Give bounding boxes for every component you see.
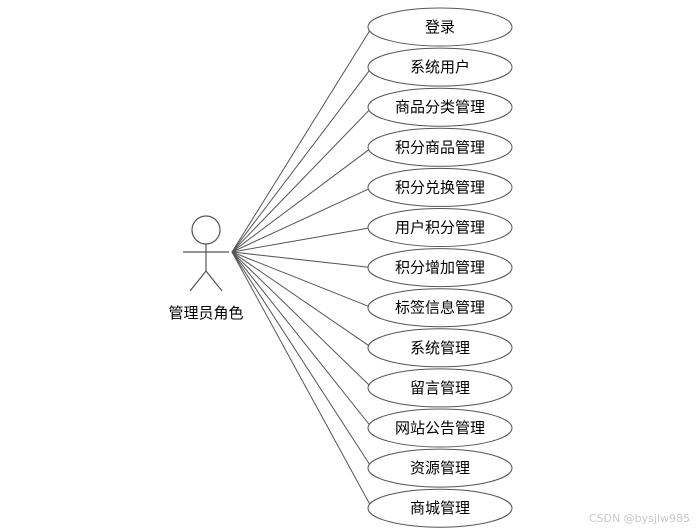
use-case-label: 用户积分管理	[395, 219, 485, 237]
use-case-label: 登录	[425, 18, 455, 36]
watermark: CSDN @bysjlw985	[588, 512, 690, 525]
use-case-label: 积分商品管理	[395, 138, 485, 156]
use-case-ellipse	[367, 368, 513, 408]
association-line	[231, 106, 373, 253]
use-case: 留言管理	[367, 368, 513, 408]
use-case-label: 网站公告管理	[395, 419, 485, 437]
use-case-ellipse	[367, 488, 513, 528]
use-case-label: 积分增加管理	[395, 259, 485, 277]
use-case-label: 标签信息管理	[395, 299, 485, 317]
use-case: 系统用户	[367, 47, 513, 87]
actor-right-leg	[205, 270, 223, 292]
use-case-ellipse	[367, 448, 513, 488]
use-case: 登录	[367, 7, 513, 47]
use-case: 商品分类管理	[367, 87, 513, 127]
association-line	[231, 251, 373, 509]
use-case-label: 留言管理	[410, 379, 470, 397]
use-case-ellipse	[367, 208, 513, 247]
association-line	[231, 227, 373, 253]
use-case-label: 资源管理	[410, 459, 470, 477]
use-case: 资源管理	[367, 448, 513, 488]
association-line	[231, 186, 373, 253]
association-line	[231, 251, 373, 349]
use-case-list: 登录系统用户商品分类管理积分商品管理积分兑换管理用户积分管理积分增加管理标签信息…	[367, 7, 513, 528]
association-line	[231, 251, 373, 469]
association-line	[231, 251, 373, 309]
actor-figure	[183, 215, 229, 292]
association-line	[231, 251, 373, 389]
use-case-label: 商品分类管理	[395, 98, 485, 116]
use-case-label: 系统用户	[410, 58, 470, 76]
use-case-ellipse	[367, 288, 513, 328]
use-case: 用户积分管理	[367, 208, 513, 247]
use-case-label: 积分兑换管理	[395, 178, 485, 196]
use-case: 网站公告管理	[367, 408, 513, 448]
use-case: 积分增加管理	[367, 248, 513, 288]
use-case-ellipse	[367, 47, 513, 87]
use-case-ellipse	[367, 7, 513, 47]
actor-label: 管理员角色	[168, 304, 243, 322]
use-case-ellipse	[367, 328, 513, 368]
use-case-ellipse	[367, 127, 513, 167]
actor-head	[191, 215, 221, 245]
use-case-label: 商城管理	[410, 499, 470, 517]
use-case: 积分商品管理	[367, 127, 513, 167]
association-line	[231, 251, 373, 429]
actor-left-leg	[189, 270, 207, 292]
use-case: 系统管理	[367, 328, 513, 368]
use-case-ellipse	[367, 408, 513, 448]
use-case-ellipse	[367, 167, 513, 207]
use-case-ellipse	[367, 248, 513, 288]
use-case-label: 系统管理	[410, 339, 470, 357]
association-line	[231, 146, 373, 253]
use-case: 商城管理	[367, 488, 513, 528]
use-case: 标签信息管理	[367, 288, 513, 328]
association-line	[231, 66, 373, 253]
use-case: 积分兑换管理	[367, 167, 513, 207]
use-case-ellipse	[367, 87, 513, 127]
association-line	[231, 251, 373, 269]
association-line	[231, 26, 373, 253]
association-lines	[231, 26, 373, 509]
